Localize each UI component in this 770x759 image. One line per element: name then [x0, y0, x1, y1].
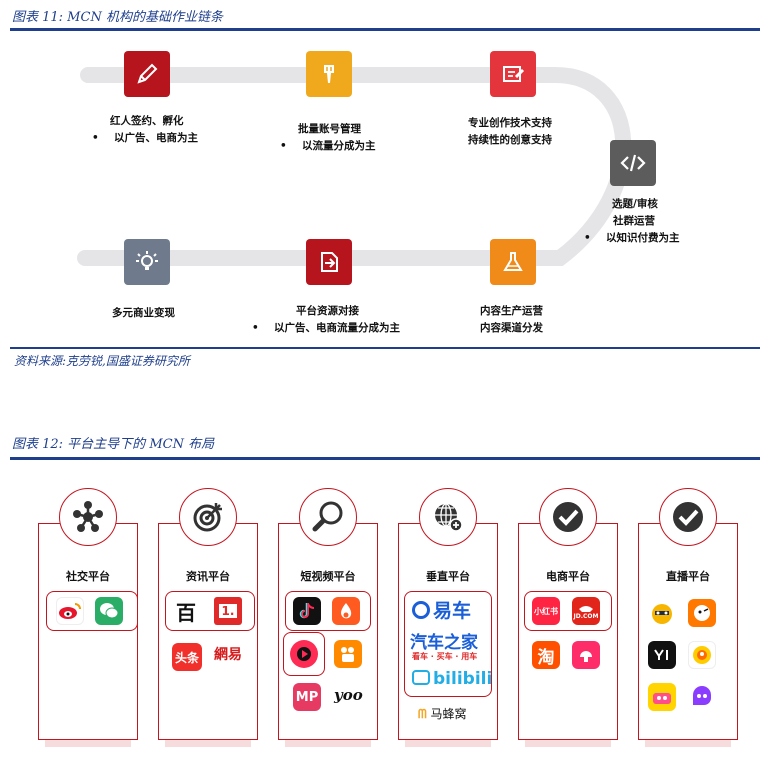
column-title-news: 资讯平台 — [186, 570, 230, 583]
column-title-live: 直播平台 — [666, 570, 710, 583]
code-icon — [610, 140, 656, 186]
check-icon — [659, 488, 717, 546]
jd-label: JD.COM — [573, 612, 599, 620]
column-title-ecommerce: 电商平台 — [546, 570, 590, 583]
import-icon — [306, 239, 352, 285]
pencil-icon — [124, 51, 170, 97]
yiche-logo: 易车 — [412, 596, 471, 623]
platform-column-news — [158, 523, 258, 740]
figure-12-title: 图表 12: 平台主导下的 MCN 布局 — [12, 437, 215, 452]
globe-icon — [419, 488, 477, 546]
flask-icon — [490, 239, 536, 285]
bilibili-tv-icon — [412, 670, 430, 685]
figure-11-bottom-rule — [10, 347, 760, 349]
xiaohongshu-icon: 小红书 — [532, 597, 560, 625]
column-title-short-video: 短视频平台 — [300, 570, 356, 583]
huoshan-icon — [332, 597, 360, 625]
logo-highlight-box — [283, 632, 325, 676]
logo-highlight-box — [165, 591, 255, 631]
huya-icon — [648, 599, 676, 627]
step-4-label: 选题/审核 — [612, 198, 658, 210]
douyu-icon — [688, 599, 716, 627]
step-5-label: 内容生产运营 — [480, 305, 543, 317]
step-2-bullet: 以流量分成为主 — [280, 138, 376, 155]
netease-icon: 網易 — [214, 640, 242, 668]
magnifier-icon — [299, 488, 357, 546]
mafengwo-logo: ᗰ 马蜂窝 — [418, 705, 467, 722]
step-3-text: 专业创作技术支持 持续性的创意支持 — [468, 115, 552, 149]
figure-12-top-rule — [10, 457, 760, 460]
toutiao-icon: 头条 — [172, 643, 202, 671]
step-6-label: 平台资源对接 — [296, 305, 359, 317]
yiche-label: 易车 — [433, 600, 472, 622]
step-4-bullet: 以知识付费为主 — [584, 230, 680, 247]
platform-column-ecommerce — [518, 523, 618, 740]
step-1-text: 红人签约、孵化 以广告、电商为主 — [110, 113, 198, 147]
figure-11-source: 资料来源:克劳锐,国盛证券研究所 — [14, 354, 190, 368]
bilibili-label: bilibili — [433, 669, 493, 689]
logo-highlight-box — [46, 591, 138, 631]
target-icon — [179, 488, 237, 546]
brush-icon — [306, 51, 352, 97]
figure-11-top-rule — [10, 28, 760, 31]
check-icon — [539, 488, 597, 546]
taobao-icon: 淘 — [532, 641, 560, 669]
pinduoduo-icon — [572, 641, 600, 669]
yidian-label: 1. — [218, 604, 238, 618]
bixin-icon — [688, 683, 716, 711]
step-3-label-2: 持续性的创意支持 — [468, 134, 552, 146]
step-2-text: 批量账号管理 以流量分成为主 — [298, 121, 376, 155]
step-7-label: 多元商业变现 — [112, 307, 175, 319]
yy-icon — [648, 641, 676, 669]
platform-column-social — [38, 523, 138, 740]
step-5-text: 内容生产运营 内容渠道分发 — [480, 303, 543, 337]
step-4-text: 选题/审核 社群运营 以知识付费为主 — [606, 196, 680, 247]
figure-11-title: 图表 11: MCN 机构的基础作业链条 — [12, 10, 223, 25]
xiaohongshu-label: 小红书 — [534, 606, 558, 616]
autohome-slogan: 看车 · 买车 · 用车 — [412, 652, 478, 661]
autohome-logo: 汽车之家 — [410, 633, 478, 653]
logo-highlight-box — [404, 591, 492, 697]
step-5-label-2: 内容渠道分发 — [480, 322, 543, 334]
kuaishou-icon — [334, 640, 362, 668]
edit-icon — [490, 51, 536, 97]
baidu-news-icon: 百 — [172, 597, 200, 625]
yidian-icon: 1. — [214, 597, 242, 625]
step-6-bullet: 以广告、电商流量分成为主 — [252, 320, 400, 337]
jd-icon: JD.COM — [572, 597, 600, 625]
douyin-icon — [293, 597, 321, 625]
mafengwo-label: 马蜂窝 — [430, 707, 467, 721]
column-title-social: 社交平台 — [66, 570, 110, 583]
yiche-mark-icon — [412, 601, 430, 619]
lightbulb-icon — [124, 239, 170, 285]
step-2-label: 批量账号管理 — [298, 123, 361, 135]
wechat-icon — [95, 597, 123, 625]
momo-icon — [648, 683, 676, 711]
weishi-icon — [290, 640, 318, 668]
column-title-vertical: 垂直平台 — [426, 570, 470, 583]
bilibili-logo: bilibili — [412, 669, 492, 689]
yoo-icon: yoo — [334, 686, 363, 704]
network-icon — [59, 488, 117, 546]
meipai-icon: MP — [293, 683, 321, 711]
logo-highlight-box — [285, 591, 371, 631]
step-4-label-2: 社群运营 — [613, 215, 655, 227]
weibo-icon — [56, 597, 84, 625]
logo-highlight-box — [524, 591, 612, 631]
step-3-label: 专业创作技术支持 — [468, 117, 552, 129]
inke-icon — [688, 641, 716, 669]
step-1-label: 红人签约、孵化 — [110, 115, 184, 127]
step-1-bullet: 以广告、电商为主 — [92, 130, 198, 147]
step-6-text: 平台资源对接 以广告、电商流量分成为主 — [274, 303, 400, 337]
mafengwo-mark-icon: ᗰ — [418, 707, 427, 721]
